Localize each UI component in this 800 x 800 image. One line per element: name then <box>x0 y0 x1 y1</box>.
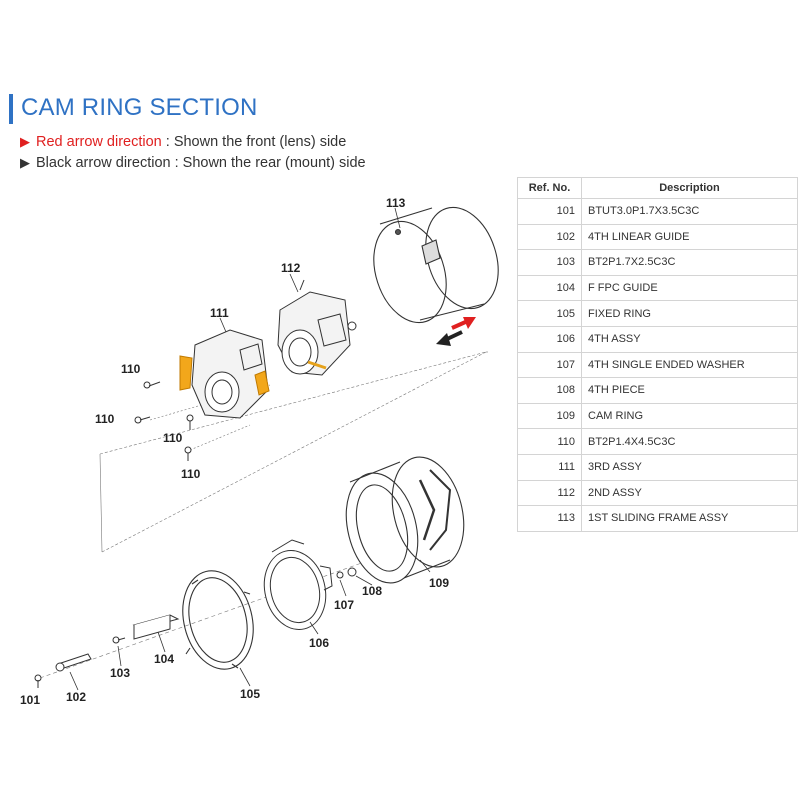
part-109-cam-ring <box>345 456 465 584</box>
cell-ref-no: 110 <box>517 428 582 455</box>
part-112-second-assy <box>277 279 357 376</box>
legend-black-arrow: ▶ Black arrow direction : Shown the rear … <box>20 155 366 171</box>
callout-106: 106 <box>309 636 329 650</box>
callout-105: 105 <box>240 687 260 701</box>
cell-ref-no: 106 <box>517 325 582 353</box>
screw-icon <box>186 414 194 430</box>
cell-description: 4TH ASSY <box>581 325 798 353</box>
legend-black-description: Black arrow direction : Shown the rear (… <box>36 155 366 171</box>
part-102-linear-guide <box>55 653 92 672</box>
callout-109: 109 <box>429 576 449 590</box>
cell-ref-no: 107 <box>517 351 582 379</box>
cell-description: BTUT3.0P1.7X3.5C3C <box>581 198 798 225</box>
callout-110-d: 110 <box>181 467 201 481</box>
callout-110-b: 110 <box>95 412 115 426</box>
callout-108: 108 <box>362 584 382 598</box>
cell-ref-no: 104 <box>517 274 582 302</box>
table-header-row: Ref. No. Description <box>517 177 798 199</box>
cell-description: 1ST SLIDING FRAME ASSY <box>581 505 798 532</box>
cell-description: 2ND ASSY <box>581 479 798 507</box>
part-106-fourth-assy <box>263 539 333 630</box>
cell-ref-no: 109 <box>517 402 582 430</box>
legend-red-description: : Shown the front (lens) side <box>161 134 347 150</box>
callout-104: 104 <box>154 652 174 666</box>
callout-110-a: 110 <box>121 362 141 376</box>
part-111-third-assy <box>179 329 270 419</box>
cell-description: CAM RING <box>581 402 798 430</box>
cell-ref-no: 113 <box>517 505 582 532</box>
page-title: CAM RING SECTION <box>21 94 258 121</box>
callout-111: 111 <box>210 306 229 320</box>
callout-113: 113 <box>386 196 406 210</box>
screw-icon <box>143 381 161 389</box>
red-triangle-icon: ▶ <box>20 134 30 149</box>
screws-110 <box>134 381 194 461</box>
leader-lines <box>69 207 431 691</box>
cell-ref-no: 101 <box>517 198 582 225</box>
screw-icon <box>184 446 192 461</box>
part-104-fpc-guide <box>132 614 180 640</box>
part-107-108-washers <box>336 567 357 579</box>
cell-description: F FPC GUIDE <box>581 274 798 302</box>
cell-ref-no: 103 <box>517 249 582 276</box>
callout-101: 101 <box>20 693 40 707</box>
cell-description: BT2P1.4X4.5C3C <box>581 428 798 455</box>
cell-ref-no: 102 <box>517 223 582 251</box>
part-105-fixed-ring <box>182 570 254 670</box>
callout-labels: 113 112 111 110 110 110 110 109 108 107 … <box>20 196 449 707</box>
title-accent-bar <box>9 94 13 124</box>
callout-112: 112 <box>281 261 301 275</box>
direction-arrows <box>436 317 476 346</box>
part-101-screw <box>34 674 42 688</box>
callout-107: 107 <box>334 598 354 612</box>
cell-description: BT2P1.7X2.5C3C <box>581 249 798 276</box>
callout-103: 103 <box>110 666 130 680</box>
legend-red-arrow: ▶ Red arrow direction : Shown the front (… <box>20 134 346 150</box>
legend-red-label: Red arrow direction <box>36 134 162 150</box>
part-103-screw <box>112 636 126 644</box>
cell-description: 4TH LINEAR GUIDE <box>581 223 798 251</box>
part-113-sliding-frame <box>373 206 499 324</box>
black-triangle-icon: ▶ <box>20 155 30 170</box>
col-header-description: Description <box>581 177 798 199</box>
guide-lines <box>39 351 488 679</box>
callout-102: 102 <box>66 690 86 704</box>
callout-110-c: 110 <box>163 431 183 445</box>
cell-description: FIXED RING <box>581 300 798 327</box>
screw-icon <box>134 416 151 424</box>
